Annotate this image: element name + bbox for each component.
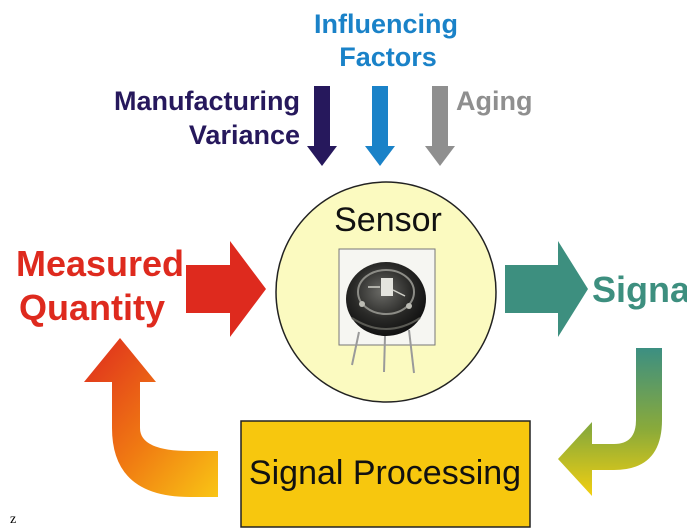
measured-quantity-arrow (186, 241, 266, 337)
sensor-photo (338, 248, 436, 374)
measured-quantity-label-line2: Quantity (19, 287, 165, 328)
signal-label: Signal (592, 269, 687, 310)
aging-label: Aging (456, 86, 532, 116)
signal-processing-box (240, 420, 531, 528)
measured-quantity-label-line1: Measured (16, 243, 184, 284)
manufacturing-variance-label-line1: Manufacturing (114, 86, 300, 116)
processing-to-measured-arrow (84, 338, 218, 497)
influencing-factors-title-line1: Influencing (314, 9, 458, 39)
signal-to-processing-arrow (558, 348, 662, 496)
manufacturing-variance-arrow (307, 86, 337, 166)
corner-mark: z (10, 512, 17, 527)
signal-arrow (505, 241, 588, 337)
aging-arrow (425, 86, 455, 166)
manufacturing-variance-label-line2: Variance (189, 120, 300, 150)
influencing-factors-arrow (365, 86, 395, 166)
influencing-factors-title-line2: Factors (339, 42, 437, 72)
sensor-label: Sensor (334, 201, 442, 239)
signal-processing-label: Signal Processing (249, 454, 521, 492)
